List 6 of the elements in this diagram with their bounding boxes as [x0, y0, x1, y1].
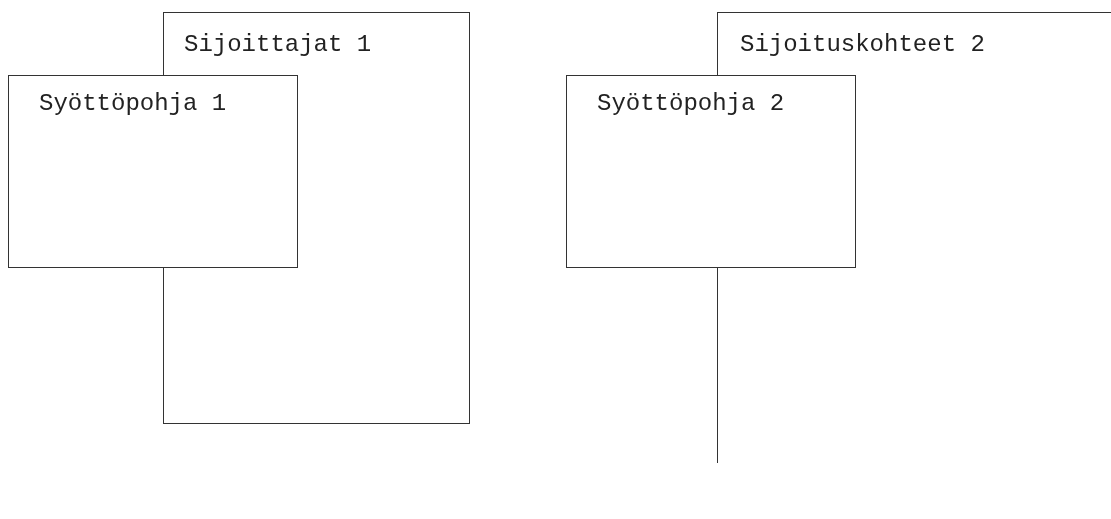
box-title: Syöttöpohja 2 [597, 90, 785, 118]
box-title: Sijoittajat 1 [184, 31, 372, 59]
form-box [566, 75, 856, 268]
box-title: Syöttöpohja 1 [39, 90, 227, 118]
box-title: Sijoituskohteet 2 [740, 31, 985, 59]
form-box [8, 75, 298, 268]
